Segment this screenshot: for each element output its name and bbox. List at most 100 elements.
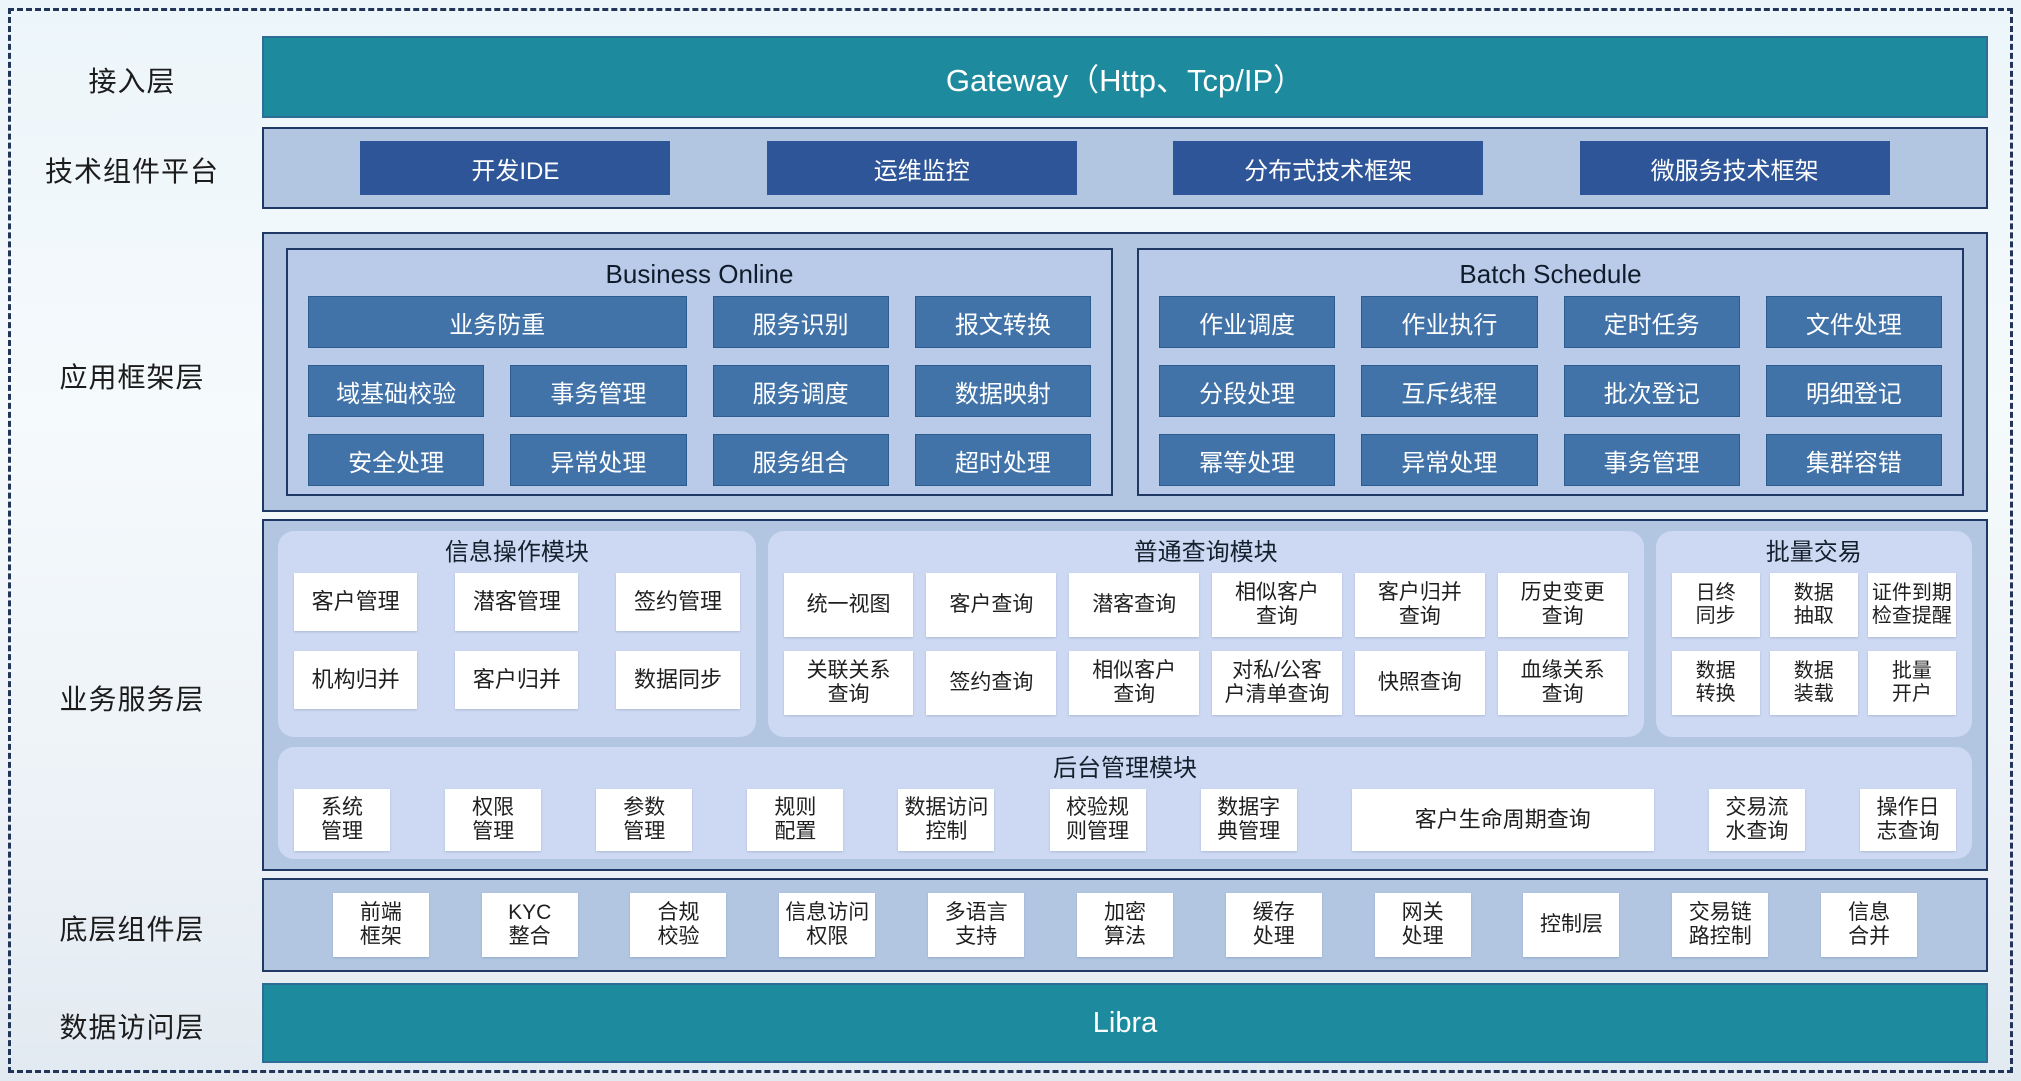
component-node: KYC 整合 xyxy=(481,893,578,957)
query-module-node: 快照查询 xyxy=(1354,651,1485,715)
admin-module-row: 系统 管理 权限 管理 参数 管理 规则 配置 数据访问 控制 校验规 则管理 … xyxy=(294,789,1956,851)
query-module-node: 客户归并 查询 xyxy=(1354,573,1485,637)
layer-label-tech: 技术组件平台 xyxy=(44,156,219,187)
batch-schedule-node: 明细登记 xyxy=(1765,365,1942,417)
business-online-node: 服务调度 xyxy=(712,365,889,417)
batch-schedule-node: 文件处理 xyxy=(1765,296,1942,348)
app-framework-layer: Business Online 业务防重 服务识别 报文转换 域基础校验 事务管… xyxy=(262,232,1988,512)
component-node: 缓存 处理 xyxy=(1225,893,1322,957)
tech-platform-bar: 开发IDE 运维监控 分布式技术框架 微服务技术框架 xyxy=(262,127,1988,209)
tech-node: 分布式技术框架 xyxy=(1173,141,1484,195)
component-node: 多语言 支持 xyxy=(928,893,1025,957)
admin-module-node: 交易流 水查询 xyxy=(1708,789,1805,851)
service-top-row: 信息操作模块 客户管理 潜客管理 签约管理 机构归并 客户归并 数据同步 普通查… xyxy=(278,531,1972,737)
query-module-node: 统一视图 xyxy=(783,573,914,637)
tech-node: 微服务技术框架 xyxy=(1579,141,1890,195)
batch-trade-node: 数据 抽取 xyxy=(1769,573,1858,637)
batch-schedule-grid: 作业调度 作业执行 定时任务 文件处理 分段处理 互斥线程 批次登记 明细登记 … xyxy=(1159,296,1942,486)
business-online-node: 异常处理 xyxy=(510,434,687,486)
layer-label-access: 接入层 xyxy=(88,66,176,97)
batch-trade-grid: 日终 同步 数据 抽取 证件到期 检查提醒 数据 转换 数据 装载 批量 开户 xyxy=(1671,573,1956,715)
component-node: 交易链 路控制 xyxy=(1672,893,1769,957)
business-online-node: 事务管理 xyxy=(510,365,687,417)
admin-module-title: 后台管理模块 xyxy=(1053,755,1197,782)
business-online-node: 服务组合 xyxy=(712,434,889,486)
business-online-grid: 业务防重 服务识别 报文转换 域基础校验 事务管理 服务调度 数据映射 安全处理… xyxy=(308,296,1091,486)
query-module-node: 关联关系 查询 xyxy=(783,651,914,715)
business-online-title: Business Online xyxy=(605,259,794,289)
base-component-layer: 前端 框架 KYC 整合 合规 校验 信息访问 权限 多语言 支持 加密 算法 … xyxy=(262,878,1988,972)
component-node: 信息 合并 xyxy=(1821,893,1918,957)
admin-module-node: 系统 管理 xyxy=(294,789,390,851)
admin-module-node: 规则 配置 xyxy=(747,789,844,851)
query-module-title: 普通查询模块 xyxy=(1133,539,1278,566)
info-module-panel: 信息操作模块 客户管理 潜客管理 签约管理 机构归并 客户归并 数据同步 xyxy=(278,531,756,737)
admin-module-node: 数据字 典管理 xyxy=(1200,789,1297,851)
query-module-node: 对私/公客 户清单查询 xyxy=(1212,651,1342,715)
info-module-grid: 客户管理 潜客管理 签约管理 机构归并 客户归并 数据同步 xyxy=(294,573,740,709)
batch-schedule-node: 分段处理 xyxy=(1159,365,1336,417)
batch-trade-title: 批量交易 xyxy=(1765,539,1862,566)
gateway-title: Gateway（Http、Tcp/IP） xyxy=(945,62,1305,98)
batch-trade-node: 证件到期 检查提醒 xyxy=(1867,573,1956,637)
batch-schedule-node: 定时任务 xyxy=(1563,296,1740,348)
data-access-bar: Libra xyxy=(262,983,1988,1063)
business-online-node: 安全处理 xyxy=(308,434,485,486)
admin-module-node: 客户生命周期查询 xyxy=(1351,789,1654,851)
admin-module-panel: 后台管理模块 系统 管理 权限 管理 参数 管理 规则 配置 数据访问 控制 校… xyxy=(278,747,1972,859)
query-module-node: 血缘关系 查询 xyxy=(1497,651,1628,715)
batch-schedule-node: 异常处理 xyxy=(1361,434,1538,486)
info-module-node: 数据同步 xyxy=(616,651,740,709)
info-module-node: 机构归并 xyxy=(294,651,418,709)
batch-schedule-title: Batch Schedule xyxy=(1459,259,1642,289)
batch-trade-node: 日终 同步 xyxy=(1671,573,1760,637)
batch-trade-node: 数据 装载 xyxy=(1769,651,1858,715)
admin-module-node: 校验规 则管理 xyxy=(1049,789,1146,851)
libra-title: Libra xyxy=(1092,1006,1158,1039)
query-module-node: 相似客户 查询 xyxy=(1069,651,1200,715)
component-node: 控制层 xyxy=(1523,893,1620,957)
query-module-node: 签约查询 xyxy=(926,651,1057,715)
component-node: 加密 算法 xyxy=(1076,893,1173,957)
business-service-layer: 信息操作模块 客户管理 潜客管理 签约管理 机构归并 客户归并 数据同步 普通查… xyxy=(262,519,1988,871)
batch-schedule-node: 集群容错 xyxy=(1765,434,1942,486)
query-module-node: 历史变更 查询 xyxy=(1497,573,1628,637)
layer-label-data: 数据访问层 xyxy=(59,1012,205,1043)
business-online-node: 超时处理 xyxy=(914,434,1091,486)
query-module-grid: 统一视图 客户查询 潜客查询 相似客户 查询 客户归并 查询 历史变更 查询 关… xyxy=(783,573,1628,715)
gateway-bar: Gateway（Http、Tcp/IP） xyxy=(262,36,1988,118)
business-online-node: 报文转换 xyxy=(914,296,1091,348)
business-online-node: 域基础校验 xyxy=(308,365,485,417)
batch-schedule-group: Batch Schedule 作业调度 作业执行 定时任务 文件处理 分段处理 … xyxy=(1137,248,1964,496)
info-module-node: 签约管理 xyxy=(616,573,740,631)
info-module-node: 客户归并 xyxy=(455,651,579,709)
batch-schedule-node: 批次登记 xyxy=(1563,365,1740,417)
query-module-node: 潜客查询 xyxy=(1069,573,1200,637)
business-online-node: 服务识别 xyxy=(712,296,889,348)
query-module-panel: 普通查询模块 统一视图 客户查询 潜客查询 相似客户 查询 客户归并 查询 历史… xyxy=(767,531,1644,737)
info-module-title: 信息操作模块 xyxy=(444,539,589,566)
batch-schedule-node: 幂等处理 xyxy=(1159,434,1336,486)
admin-module-node: 数据访问 控制 xyxy=(898,789,995,851)
admin-module-node: 权限 管理 xyxy=(445,789,542,851)
component-node: 网关 处理 xyxy=(1374,893,1471,957)
info-module-node: 潜客管理 xyxy=(455,573,579,631)
query-module-node: 客户查询 xyxy=(926,573,1057,637)
batch-schedule-node: 事务管理 xyxy=(1563,434,1740,486)
tech-node: 运维监控 xyxy=(766,141,1077,195)
tech-node: 开发IDE xyxy=(360,141,671,195)
admin-module-node: 操作日 志查询 xyxy=(1859,789,1956,851)
component-node: 合规 校验 xyxy=(630,893,727,957)
batch-trade-node: 批量 开户 xyxy=(1867,651,1956,715)
batch-trade-panel: 批量交易 日终 同步 数据 抽取 证件到期 检查提醒 数据 转换 数据 装载 批… xyxy=(1655,531,1972,737)
component-node: 信息访问 权限 xyxy=(779,893,876,957)
query-module-node: 相似客户 查询 xyxy=(1212,573,1342,637)
layer-label-service: 业务服务层 xyxy=(59,684,205,715)
business-online-node: 数据映射 xyxy=(914,365,1091,417)
business-online-group: Business Online 业务防重 服务识别 报文转换 域基础校验 事务管… xyxy=(286,248,1113,496)
admin-module-node: 参数 管理 xyxy=(596,789,693,851)
batch-schedule-node: 互斥线程 xyxy=(1361,365,1538,417)
info-module-node: 客户管理 xyxy=(294,573,418,631)
batch-trade-node: 数据 转换 xyxy=(1671,651,1760,715)
